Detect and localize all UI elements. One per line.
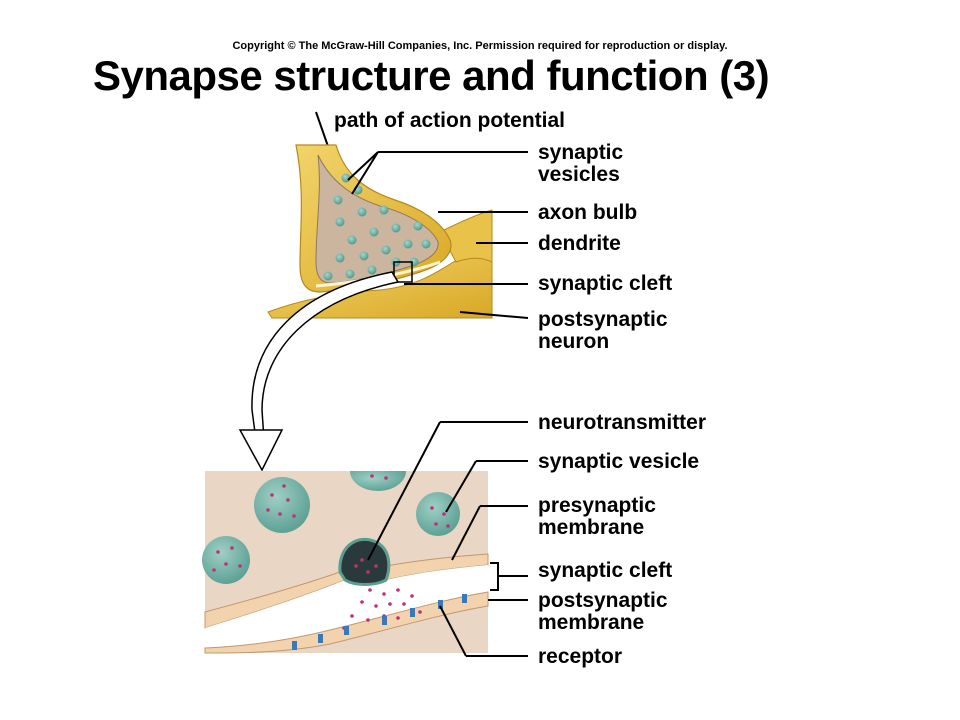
- label-receptor: receptor: [538, 645, 623, 668]
- label-presynaptic-membrane-line2: membrane: [538, 516, 645, 539]
- label-synaptic-cleft-top: synaptic cleft: [538, 272, 673, 295]
- label-dendrite: dendrite: [538, 232, 621, 255]
- zoom-arrow: [238, 271, 400, 472]
- label-path-of-action-potential: path of action potential: [334, 109, 565, 132]
- label-synaptic-vesicle: synaptic vesicle: [538, 450, 700, 473]
- label-postsynaptic-neuron-line1: postsynaptic: [538, 308, 668, 331]
- label-neurotransmitter: neurotransmitter: [538, 411, 707, 434]
- dendrite-shape: [439, 209, 493, 263]
- copyright-notice: Copyright © The McGraw-Hill Companies, I…: [232, 40, 728, 52]
- top-leader-lines: [347, 151, 529, 319]
- axon-cytoplasm: [315, 154, 439, 284]
- label-postsynaptic-membrane-line2: membrane: [538, 611, 645, 634]
- axon-vesicles: [323, 173, 431, 281]
- label-postsynaptic-membrane-line1: postsynaptic: [538, 589, 668, 612]
- receptors: [292, 594, 467, 650]
- magnified-panel: [204, 471, 489, 654]
- label-postsynaptic-neuron-line2: neuron: [538, 330, 610, 353]
- page-title: Synapse structure and function (3): [93, 52, 770, 99]
- panel-vesicles: [202, 471, 460, 584]
- bottom-leader-lines: [367, 421, 528, 657]
- label-presynaptic-membrane-line1: presynaptic: [538, 494, 656, 517]
- label-synaptic-vesicles-line2: vesicles: [538, 163, 620, 186]
- label-synaptic-vesicles-line1: synaptic: [538, 141, 624, 164]
- label-synaptic-cleft-bottom: synaptic cleft: [538, 559, 673, 582]
- magnification-box: [393, 261, 413, 283]
- label-axon-bulb: axon bulb: [538, 201, 638, 224]
